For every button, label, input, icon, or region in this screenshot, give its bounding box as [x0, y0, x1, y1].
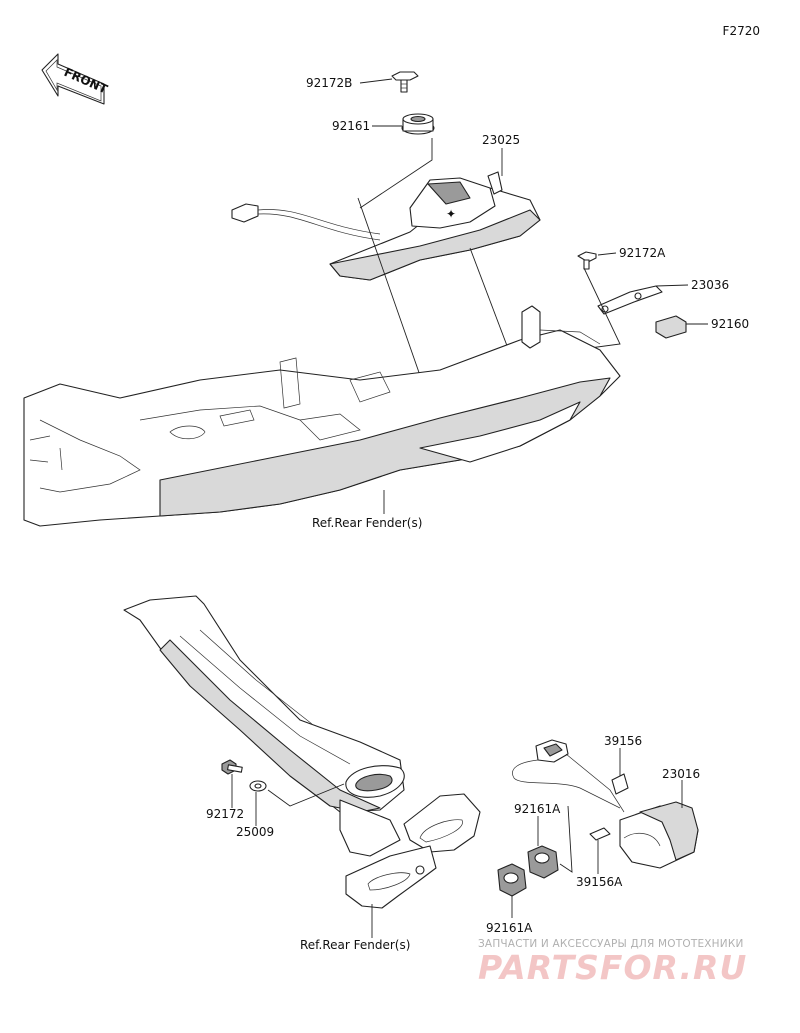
leader-23036 [655, 284, 689, 287]
callout-92161: 92161 [332, 119, 370, 133]
assembly-guide-92161a [559, 805, 573, 873]
watermark-tagline: ЗАПЧАСТИ И АКСЕССУАРЫ ДЛЯ МОТОТЕХНИКИ [478, 938, 744, 950]
grommet-92161a-upper [527, 845, 559, 879]
callout-23016: 23016 [662, 767, 700, 781]
callout-23025: 23025 [482, 133, 520, 147]
tail-light-23016 [512, 739, 699, 869]
front-arrow-icon: FRONT [41, 53, 110, 105]
callout-92172b: 92172B [306, 76, 352, 90]
svg-text:✦: ✦ [446, 207, 456, 221]
callout-25009: 25009 [236, 825, 274, 839]
callout-ref-rear-fender-top: Ref.Rear Fender(s) [312, 516, 422, 530]
figure-code: F2720 [722, 24, 760, 38]
rear-fender-top [23, 305, 621, 527]
assembly-guide-25009 [267, 783, 345, 807]
callout-92160: 92160 [711, 317, 749, 331]
stay-23036 [597, 285, 663, 315]
callout-23036: 23036 [691, 278, 729, 292]
callout-39156a: 39156A [576, 875, 623, 889]
grommet-92161 [401, 113, 435, 135]
washer-25009 [249, 780, 267, 792]
callout-92161a-upper: 92161A [514, 802, 561, 816]
pad-92160 [655, 315, 687, 339]
rear-fender-bracket-bottom [123, 595, 481, 909]
callout-39156: 39156 [604, 734, 642, 748]
screw-92172 [221, 759, 243, 775]
grommet-92161a-lower [497, 863, 527, 897]
bolt-92172b [391, 71, 419, 93]
wire-harness-23025 [231, 203, 381, 241]
watermark: ЗАПЧАСТИ И АКСЕССУАРЫ ДЛЯ МОТОТЕХНИКИ PA… [478, 938, 788, 987]
screw-92172a [577, 251, 597, 270]
callout-92172: 92172 [206, 807, 244, 821]
watermark-logo: PARTSFOR.RU [478, 948, 748, 987]
bracket-line-23025 [359, 138, 433, 209]
license-lamp-23025: ✦ [329, 171, 541, 281]
callout-ref-rear-fender-bottom: Ref.Rear Fender(s) [300, 938, 410, 952]
leader-92172b [359, 78, 393, 84]
callout-92161a-lower: 92161A [486, 921, 533, 935]
leader-92172a [597, 252, 617, 256]
callout-92172a: 92172A [619, 246, 666, 260]
